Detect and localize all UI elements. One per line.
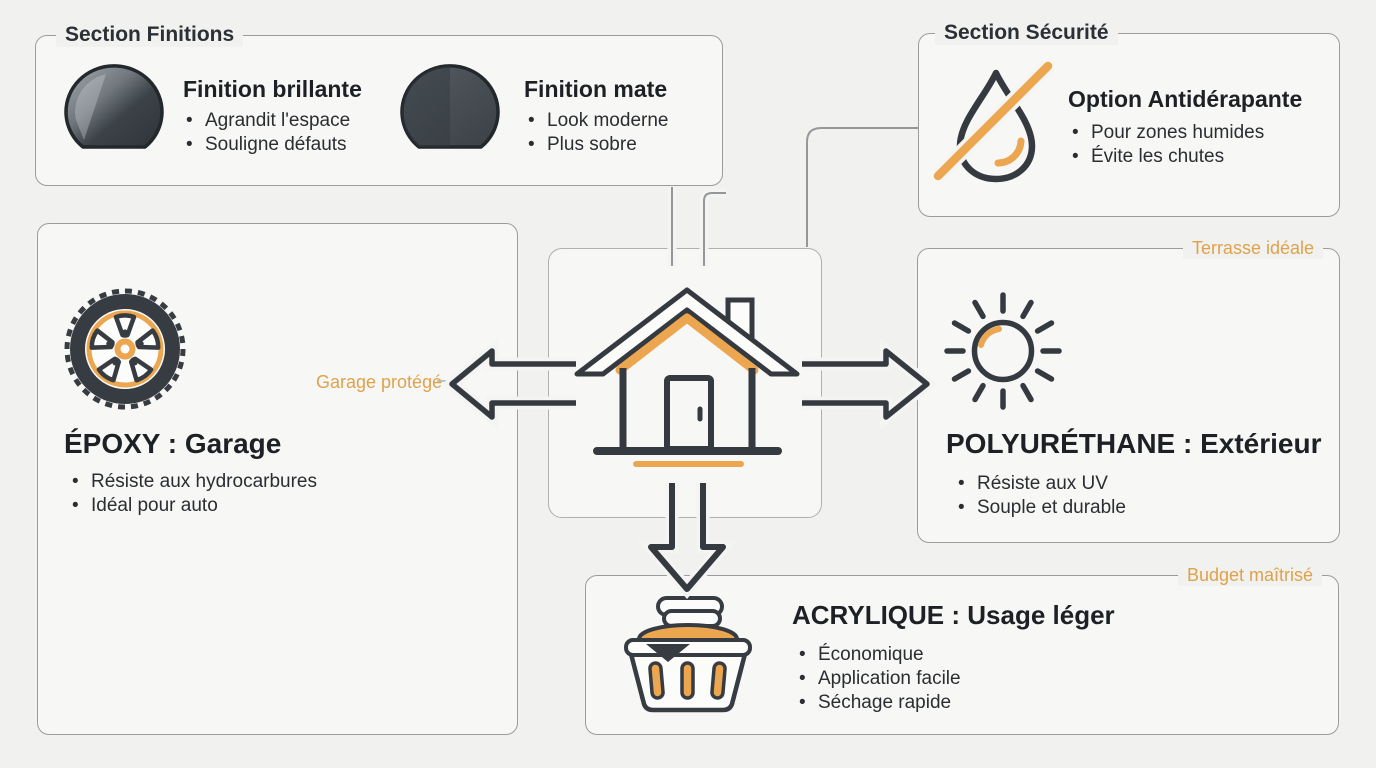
polyurethane-tag: Terrasse idéale	[1182, 237, 1323, 259]
laundry-basket-icon	[624, 596, 752, 713]
acrylique-bullet: Séchage rapide	[797, 691, 961, 715]
securite-title: Section Sécurité	[935, 21, 1118, 45]
antiderapante-bullet: Évite les chutes	[1070, 145, 1264, 169]
tire-icon	[64, 288, 186, 410]
acrylique-bullet: Économique	[797, 643, 961, 667]
epoxy-bullet: Idéal pour auto	[70, 494, 317, 518]
epoxy-title: ÉPOXY : Garage	[64, 428, 282, 459]
garage-arrow-label: Garage protégé	[316, 372, 443, 392]
house-icon	[574, 287, 800, 467]
acrylique-title: ACRYLIQUE : Usage léger	[792, 600, 1115, 630]
polyurethane-bullet: Souple et durable	[956, 496, 1126, 520]
antiderapante-bullet: Pour zones humides	[1070, 121, 1264, 145]
sun-icon	[944, 292, 1062, 410]
glossy-dome-icon	[64, 64, 164, 149]
finition-mate-title: Finition mate	[524, 76, 668, 102]
finition-brillante-title: Finition brillante	[183, 76, 362, 102]
securite-connector	[806, 127, 918, 247]
finition-mate-bullet: Look moderne	[526, 109, 668, 133]
polyurethane-bullet: Résiste aux UV	[956, 472, 1126, 496]
finition-mate-bullet: Plus sobre	[526, 133, 668, 157]
finition-brillante-bullet: Souligne défauts	[184, 133, 350, 157]
acrylique-tag: Budget maîtrisé	[1177, 564, 1322, 586]
no-slip-drop-icon	[932, 60, 1054, 183]
acrylique-bullet: Application facile	[797, 667, 961, 691]
finition-brillante-bullet: Agrandit l'espace	[184, 109, 350, 133]
securite-panel: Section Sécurité	[918, 21, 1340, 217]
polyurethane-title: POLYURÉTHANE : Extérieur	[946, 428, 1322, 459]
matte-dome-icon	[400, 64, 500, 149]
finitions-title: Section Finitions	[56, 23, 244, 47]
antiderapante-title: Option Antidérapante	[1068, 86, 1303, 112]
epoxy-bullet: Résiste aux hydrocarbures	[70, 470, 317, 494]
